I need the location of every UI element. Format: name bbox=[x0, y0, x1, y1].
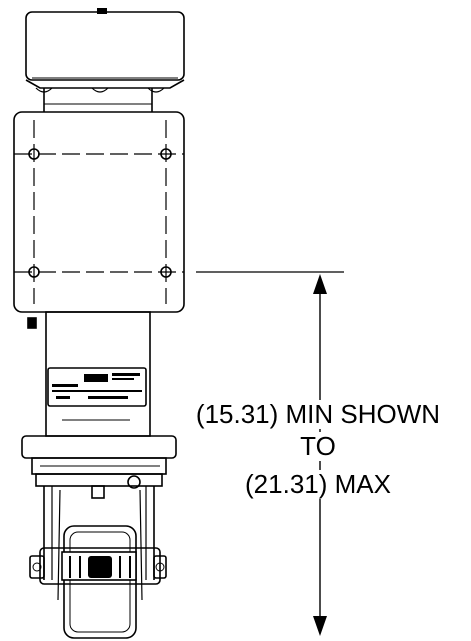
arrow-down-icon bbox=[313, 616, 327, 636]
bolt-hole-icon bbox=[160, 148, 172, 160]
bolt-hole-icon bbox=[160, 266, 172, 278]
dimension-to-label: TO bbox=[268, 432, 368, 461]
arrow-up-icon bbox=[313, 274, 327, 294]
flange bbox=[21, 435, 177, 499]
wheel bbox=[63, 525, 137, 639]
lower-body bbox=[45, 311, 151, 437]
dimension-max-label: (21.31) MAX bbox=[190, 470, 446, 499]
top-cap bbox=[25, 8, 185, 93]
upper-neck bbox=[43, 88, 153, 112]
bolt-hole-icon bbox=[28, 148, 40, 160]
dimension-min-label: (15.31) MIN SHOWN bbox=[168, 400, 468, 429]
caster-assembly bbox=[29, 486, 167, 639]
main-housing bbox=[13, 111, 185, 329]
bolt-hole-icon bbox=[28, 266, 40, 278]
